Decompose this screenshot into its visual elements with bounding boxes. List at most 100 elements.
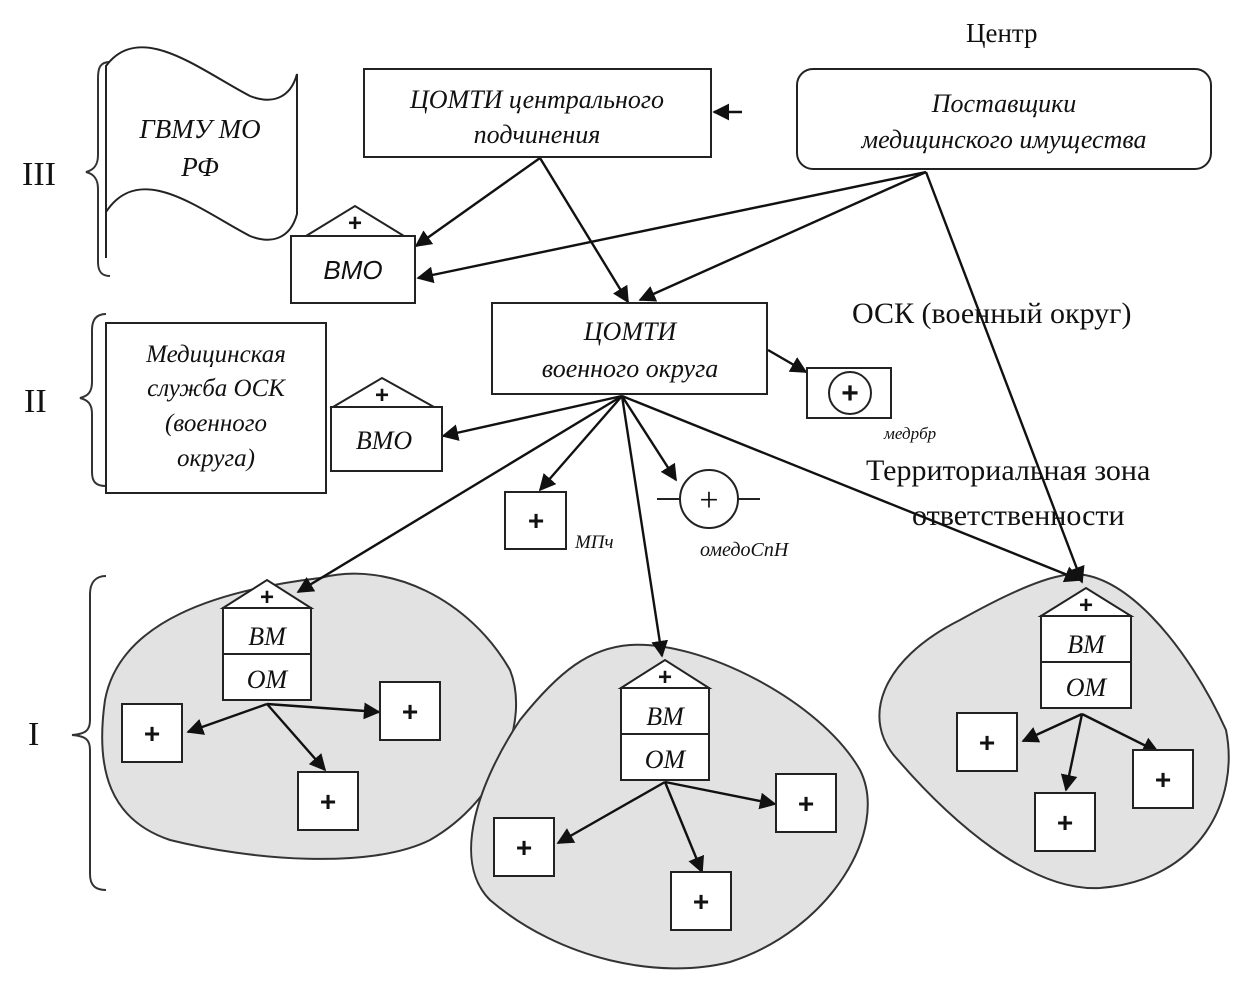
- edge-zone-left-unit2: [266, 702, 381, 720]
- omedospn-plus-icon: +: [699, 482, 718, 519]
- node-med-service: Медицинская служба ОСК (военного округа): [105, 322, 327, 494]
- mpch-label: МПч: [574, 532, 614, 553]
- node-comti-central: ЦОМТИ центрального подчинения: [363, 68, 712, 158]
- suppliers-line2: медицинского имущества: [861, 125, 1147, 154]
- zone-left-unit-2: +: [379, 681, 441, 741]
- suppliers-line1: Поставщики: [931, 89, 1077, 118]
- node-comti-district: ЦОМТИ военного округа: [491, 302, 768, 395]
- edge-comticentral-to-comtidistrict: [538, 157, 630, 304]
- territory-label-line2: ответственности: [912, 499, 1125, 532]
- level-label-i: I: [28, 716, 39, 753]
- hospital-bottom-label: ОМ: [247, 665, 289, 694]
- med-service-line4: округа): [177, 445, 255, 472]
- level-label-iii: III: [22, 156, 56, 193]
- hospital-top-label: ВМ: [646, 702, 685, 731]
- hospital-top-label: ВМ: [248, 622, 287, 651]
- edge-comtidistrict-to-omedospn: [620, 395, 678, 482]
- zone-middle-group: + ВМ ОМ + + +: [493, 658, 837, 931]
- node-vmo-mid: + ВМО: [329, 376, 443, 472]
- edge-zone-right-unit3: [1081, 712, 1160, 754]
- edge-zone-left-unit3: [266, 703, 327, 772]
- zone-right-unit-2: +: [1132, 749, 1194, 809]
- med-service-line2: служба ОСК: [147, 375, 286, 402]
- edge-comtidistrict-to-mpch: [538, 395, 623, 492]
- unit-plus-icon: +: [798, 788, 814, 819]
- zone-middle: [470, 643, 869, 970]
- level-label-ii: II: [24, 383, 47, 420]
- comti-central-line2: подчинения: [474, 120, 601, 149]
- hospital-section-top: [1040, 615, 1132, 663]
- zone-middle-unit-3: +: [670, 871, 732, 931]
- zone-right: [878, 573, 1230, 890]
- edge-suppliers-to-zone-right: [924, 171, 1085, 584]
- medrbr-label: медрбр: [883, 424, 936, 443]
- mpch-plus-icon: +: [528, 505, 544, 536]
- omedospn-label: омедоСпН: [700, 539, 790, 561]
- zone-middle-unit-1: +: [493, 817, 555, 877]
- medrbr-plus-icon: +: [841, 377, 859, 410]
- territory-label-line1: Территориальная зона: [866, 454, 1150, 487]
- brace-level-ii: [79, 313, 107, 487]
- hospital-bottom-label: ОМ: [645, 745, 687, 774]
- zone-left-hospital: + ВМ ОМ: [219, 578, 315, 701]
- hospital-roof-plus-icon: +: [658, 664, 672, 691]
- vmo-top-label: ВМО: [323, 255, 382, 285]
- zone-right-unit-1: +: [956, 712, 1018, 772]
- zone-left-unit-3: +: [297, 771, 359, 831]
- zone-content: + ВМ ОМ + + + + ВМ ОМ + + + + ВМ ОМ + + +: [121, 578, 1194, 931]
- medrbr-circle-icon: [828, 371, 872, 415]
- edge-comtidistrict-to-zone-left: [296, 394, 623, 594]
- vmo-mid-roof-plus-icon: +: [375, 382, 389, 409]
- hospital-section-top: [620, 687, 710, 735]
- edge-comtidistrict-to-zone-middle: [620, 395, 669, 658]
- zone-middle-hospital: + ВМ ОМ: [617, 658, 713, 781]
- vmo-top-roof-plus-icon: +: [348, 210, 362, 237]
- comti-district-line2: военного округа: [542, 354, 718, 383]
- edge-zone-middle-unit3: [664, 780, 777, 810]
- node-mpch: + МПч: [504, 491, 614, 553]
- hospital-top-label: ВМ: [1067, 630, 1106, 659]
- hospital-section-bottom: [1040, 661, 1132, 709]
- hospital-roof-plus-icon: +: [1079, 592, 1093, 619]
- unit-plus-icon: +: [516, 832, 532, 863]
- unit-plus-icon: +: [1155, 764, 1171, 795]
- brace-level-iii: [85, 61, 111, 277]
- unit-plus-icon: +: [320, 786, 336, 817]
- zone-left: [101, 572, 518, 860]
- zone-left-unit-1: +: [121, 703, 183, 763]
- edge-comtidistrict-to-medrbr: [767, 348, 808, 374]
- node-vmo-top: + ВМО: [290, 204, 416, 304]
- vmo-mid-label: ВМО: [356, 426, 413, 455]
- zone-right-hospital: + ВМ ОМ: [1037, 586, 1135, 709]
- node-medrbr: + медрбр: [806, 367, 936, 443]
- edge-comtidistrict-to-vmo: [441, 394, 623, 441]
- comti-central-line1: ЦОМТИ центрального: [409, 85, 664, 114]
- brace-level-i: [71, 575, 107, 891]
- unit-plus-icon: +: [402, 696, 418, 727]
- hospital-section-bottom: [620, 733, 710, 781]
- edge-zone-left-unit1: [186, 702, 268, 735]
- unit-plus-icon: +: [144, 718, 160, 749]
- hospital-section-bottom: [222, 653, 312, 701]
- edge-zone-middle-unit2: [663, 781, 705, 874]
- comti-district-line1: ЦОМТИ: [583, 317, 678, 346]
- unit-plus-icon: +: [693, 886, 709, 917]
- hospital-section-top: [222, 607, 312, 655]
- hospital-bottom-label: ОМ: [1066, 673, 1108, 702]
- zone-left-group: + ВМ ОМ + + +: [121, 578, 441, 831]
- omedospn-circle-icon: [679, 469, 739, 529]
- center-label: Центр: [966, 18, 1038, 48]
- edge-comticentral-to-vmo: [414, 157, 541, 247]
- med-service-line1: Медицинская: [145, 341, 286, 368]
- edge-suppliers-to-comtidistrict: [638, 170, 927, 302]
- gvmu-line1: ГВМУ МО: [138, 114, 260, 144]
- edge-zone-right-unit1: [1021, 712, 1083, 743]
- zone-right-unit-3: +: [1034, 792, 1096, 852]
- gvmu-line2: РФ: [180, 152, 219, 182]
- unit-plus-icon: +: [979, 727, 995, 758]
- hospital-roof-plus-icon: +: [260, 584, 274, 611]
- node-omedospn: + омедоСпН: [657, 469, 790, 561]
- med-service-line3: (военного: [165, 410, 267, 437]
- zone-right-group: + ВМ ОМ + + +: [956, 586, 1194, 852]
